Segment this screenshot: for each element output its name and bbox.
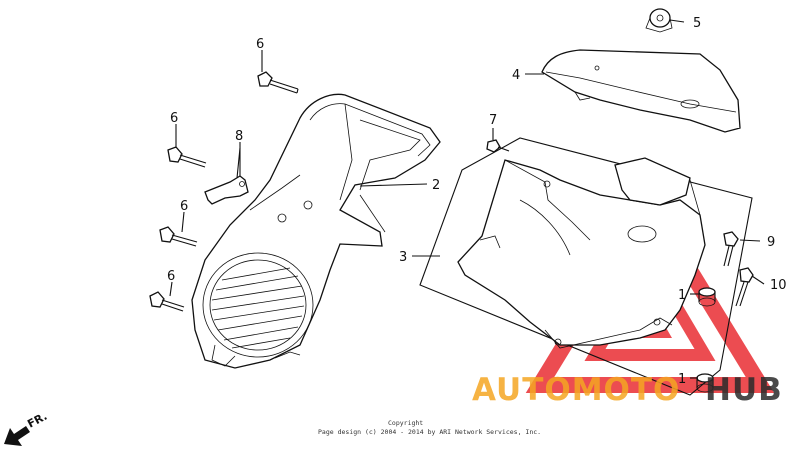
- bolt-6-top: [257, 71, 299, 94]
- collar-1-upper: [698, 287, 716, 307]
- callout-5: 5: [693, 16, 701, 31]
- watermark-text-automoto: AUTOMOTO: [472, 372, 680, 408]
- top-cover-4: [541, 49, 741, 133]
- bolt-9: [723, 231, 739, 267]
- fan-cover: [191, 93, 441, 369]
- copyright-line: Page design (c) 2004 - 2014 by ARI Netwo…: [318, 428, 541, 436]
- leader-lines: [169, 19, 765, 379]
- callout-2: 2: [432, 178, 440, 193]
- callout-3: 3: [399, 250, 407, 265]
- front-label: FR.: [25, 410, 49, 431]
- callout-6-lower-left: 6: [167, 269, 175, 284]
- callout-8: 8: [235, 129, 243, 144]
- bolt-6-mid-left: [159, 226, 198, 247]
- shroud-3: [419, 137, 753, 396]
- bolt-6-upper-left: [167, 146, 207, 168]
- callout-6-top: 6: [256, 37, 264, 52]
- watermark-text-hub: HUB: [705, 372, 783, 408]
- front-direction-arrow: FR.: [4, 410, 49, 446]
- bolt-10: [735, 267, 754, 307]
- bolt-6-lower-left: [149, 291, 185, 312]
- callout-1-upper: 1: [678, 288, 686, 303]
- bolt-7: [486, 139, 510, 153]
- watermark-wordmark: AUTOMOTO HUB: [472, 372, 783, 408]
- clamp-5: [645, 8, 673, 33]
- callout-4: 4: [512, 68, 520, 83]
- collar-1-lower: [696, 373, 714, 393]
- callout-1-lower: 1: [678, 372, 686, 387]
- callout-6-upper-left: 6: [170, 111, 178, 126]
- callout-7: 7: [489, 113, 497, 128]
- callout-6-mid-left: 6: [180, 199, 188, 214]
- callout-10: 10: [770, 278, 787, 293]
- clip-8: [204, 147, 249, 205]
- copyright-title: Copyright: [388, 419, 423, 427]
- callout-9: 9: [767, 235, 775, 250]
